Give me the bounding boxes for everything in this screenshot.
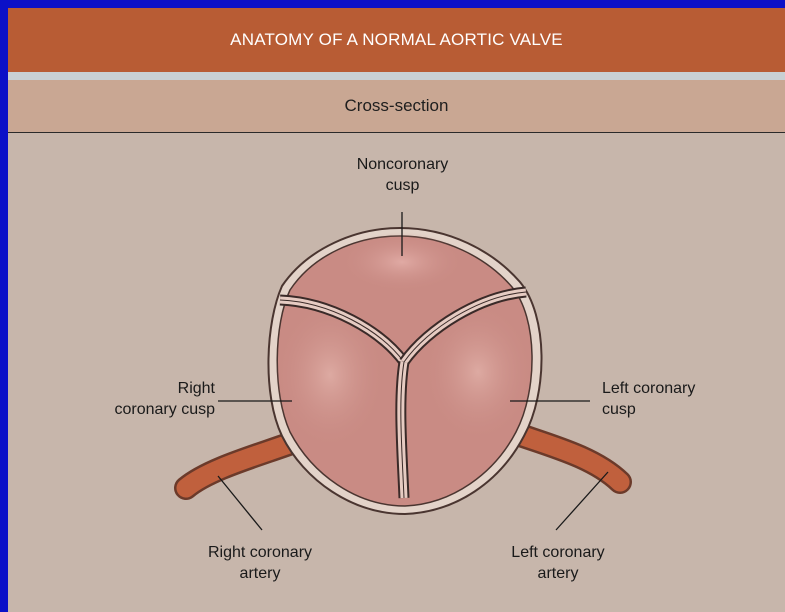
label-right-coronary-artery: Right coronary artery (180, 542, 340, 584)
right-artery-leader (218, 476, 262, 530)
right-coronary-artery (186, 440, 300, 488)
label-right-coronary-cusp: Right coronary cusp (70, 378, 215, 420)
label-left-coronary-artery: Left coronary artery (478, 542, 638, 584)
left-coronary-artery (517, 434, 620, 482)
left-artery-leader (556, 472, 608, 530)
label-left-coronary-cusp: Left coronary cusp (602, 378, 762, 420)
label-noncoronary-cusp: Noncoronary cusp (330, 154, 475, 196)
